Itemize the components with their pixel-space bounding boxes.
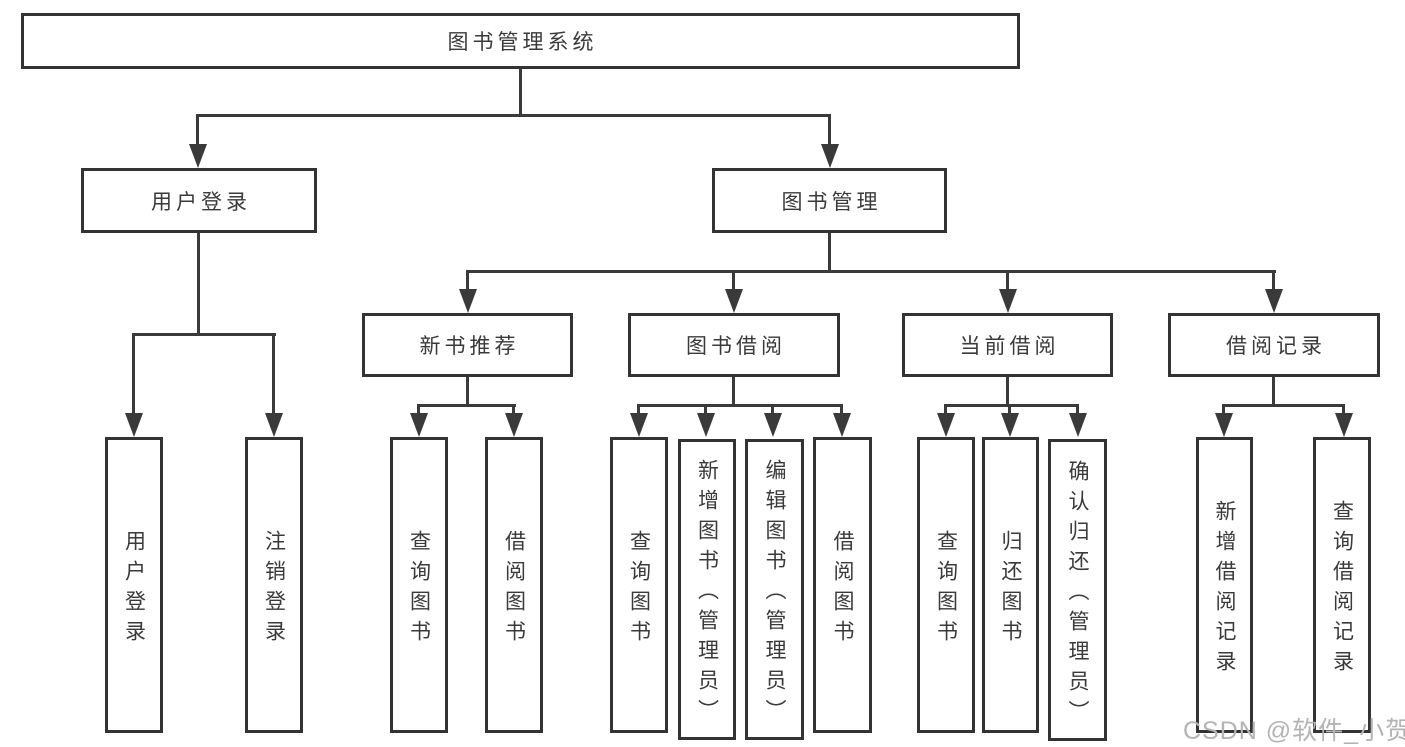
connector-new-book-rail (418, 404, 516, 407)
connector-borrowing-drop-3 (771, 404, 774, 416)
connector-new-book-drop-1 (417, 404, 420, 416)
leaf-label: 归还图书 (999, 529, 1022, 650)
node-label: 图书管理 (781, 190, 882, 214)
connector-book-mgmt-drop-2 (732, 270, 735, 292)
connector-current-drop-2 (1008, 404, 1011, 416)
node-borrowing-records: 借阅记录 (1168, 313, 1380, 377)
leaf-user-login: 用户登录 (105, 437, 163, 733)
leaf-label: 查询图书 (934, 529, 958, 650)
node-user-login: 用户登录 (81, 168, 317, 233)
csdn-watermark: CSDN @软件_小贺同学 (1183, 717, 1405, 745)
arrow-down-icon (937, 413, 955, 437)
connector-user-login-stem (197, 233, 200, 335)
connector-records-drop-2 (1342, 404, 1345, 416)
connector-root-drop-left (196, 114, 199, 148)
leaf-label: 新增图书（管理员） (695, 459, 719, 729)
arrow-down-icon (1001, 413, 1019, 437)
leaf-confirm-return-admin: 确认归还（管理员） (1048, 439, 1107, 741)
connector-current-drop-1 (944, 404, 947, 416)
connector-current-drop-3 (1076, 404, 1079, 416)
arrow-down-icon (1335, 413, 1353, 437)
leaf-edit-books-admin: 编辑图书（管理员） (745, 439, 804, 740)
connector-borrowing-drop-4 (840, 404, 843, 416)
connector-root-drop-right (828, 114, 831, 148)
node-new-book-recommendation: 新书推荐 (362, 313, 573, 377)
leaf-label: 查询图书 (407, 529, 431, 650)
connector-records-drop-1 (1222, 404, 1225, 416)
node-label: 用户登录 (151, 190, 251, 214)
connector-book-mgmt-drop-1 (466, 270, 469, 292)
arrow-down-icon (821, 144, 839, 168)
connector-root-rail (197, 114, 831, 117)
arrow-down-icon (764, 413, 782, 437)
leaf-borrow-books-1: 借阅图书 (485, 437, 543, 733)
arrow-down-icon (697, 413, 715, 437)
connector-current-rail (944, 404, 1079, 407)
leaf-add-borrow-record: 新增借阅记录 (1196, 437, 1253, 733)
node-current-borrowing: 当前借阅 (902, 313, 1113, 377)
leaf-borrow-books-2: 借阅图书 (813, 437, 872, 733)
leaf-label: 新增借阅记录 (1213, 499, 1236, 680)
connector-records-rail (1223, 404, 1345, 407)
connector-current-stem (1006, 377, 1009, 406)
connector-root-stem (519, 68, 522, 116)
leaf-label: 查询借阅记录 (1330, 499, 1354, 680)
connector-book-mgmt-stem (828, 233, 831, 272)
arrow-down-icon (459, 289, 477, 313)
leaf-label: 借阅图书 (831, 529, 854, 650)
leaf-label: 查询图书 (627, 529, 651, 650)
leaf-add-books-admin: 新增图书（管理员） (678, 439, 736, 740)
connector-user-login-drop-2 (272, 333, 275, 415)
connector-borrowing-rail (638, 404, 843, 407)
arrow-down-icon (1069, 413, 1087, 437)
leaf-return-books: 归还图书 (982, 437, 1039, 733)
connector-new-book-drop-2 (512, 404, 515, 416)
arrow-down-icon (833, 413, 851, 437)
arrow-down-icon (999, 289, 1017, 313)
arrow-down-icon (1215, 413, 1233, 437)
leaf-query-books-1: 查询图书 (390, 437, 448, 733)
leaf-label: 用户登录 (122, 529, 146, 650)
node-label: 图书管理系统 (447, 31, 598, 54)
connector-book-mgmt-rail (466, 270, 1276, 273)
node-label: 借阅记录 (1226, 335, 1326, 358)
connector-new-book-stem (466, 377, 469, 406)
node-label: 当前借阅 (959, 335, 1060, 358)
leaf-label: 确认归还（管理员） (1066, 459, 1089, 730)
connector-borrowing-drop-2 (704, 404, 707, 416)
arrow-down-icon (1265, 289, 1283, 313)
node-library-management-system: 图书管理系统 (21, 13, 1020, 69)
node-label: 图书借阅 (686, 335, 786, 358)
arrow-down-icon (505, 413, 523, 437)
connector-borrowing-drop-1 (637, 404, 640, 416)
leaf-label: 注销登录 (262, 529, 286, 650)
arrow-down-icon (125, 413, 143, 437)
leaf-query-borrow-record: 查询借阅记录 (1313, 437, 1371, 733)
node-book-management: 图书管理 (712, 168, 947, 233)
arrow-down-icon (265, 413, 283, 437)
leaf-query-books-3: 查询图书 (917, 437, 975, 733)
arrow-down-icon (189, 144, 207, 168)
leaf-logout: 注销登录 (245, 437, 303, 733)
connector-user-login-drop-1 (132, 333, 135, 415)
connector-book-mgmt-drop-4 (1272, 270, 1275, 292)
leaf-label: 借阅图书 (502, 529, 526, 650)
arrow-down-icon (410, 413, 428, 437)
arrow-down-icon (725, 289, 743, 313)
node-book-borrowing: 图书借阅 (628, 313, 840, 377)
connector-borrowing-stem (732, 377, 735, 406)
connector-book-mgmt-drop-3 (1006, 270, 1009, 292)
connector-user-login-rail (133, 333, 276, 336)
leaf-label: 编辑图书（管理员） (763, 459, 786, 729)
connector-records-stem (1272, 377, 1275, 406)
node-label: 新书推荐 (419, 335, 520, 358)
leaf-query-books-2: 查询图书 (610, 437, 668, 733)
arrow-down-icon (630, 413, 648, 437)
